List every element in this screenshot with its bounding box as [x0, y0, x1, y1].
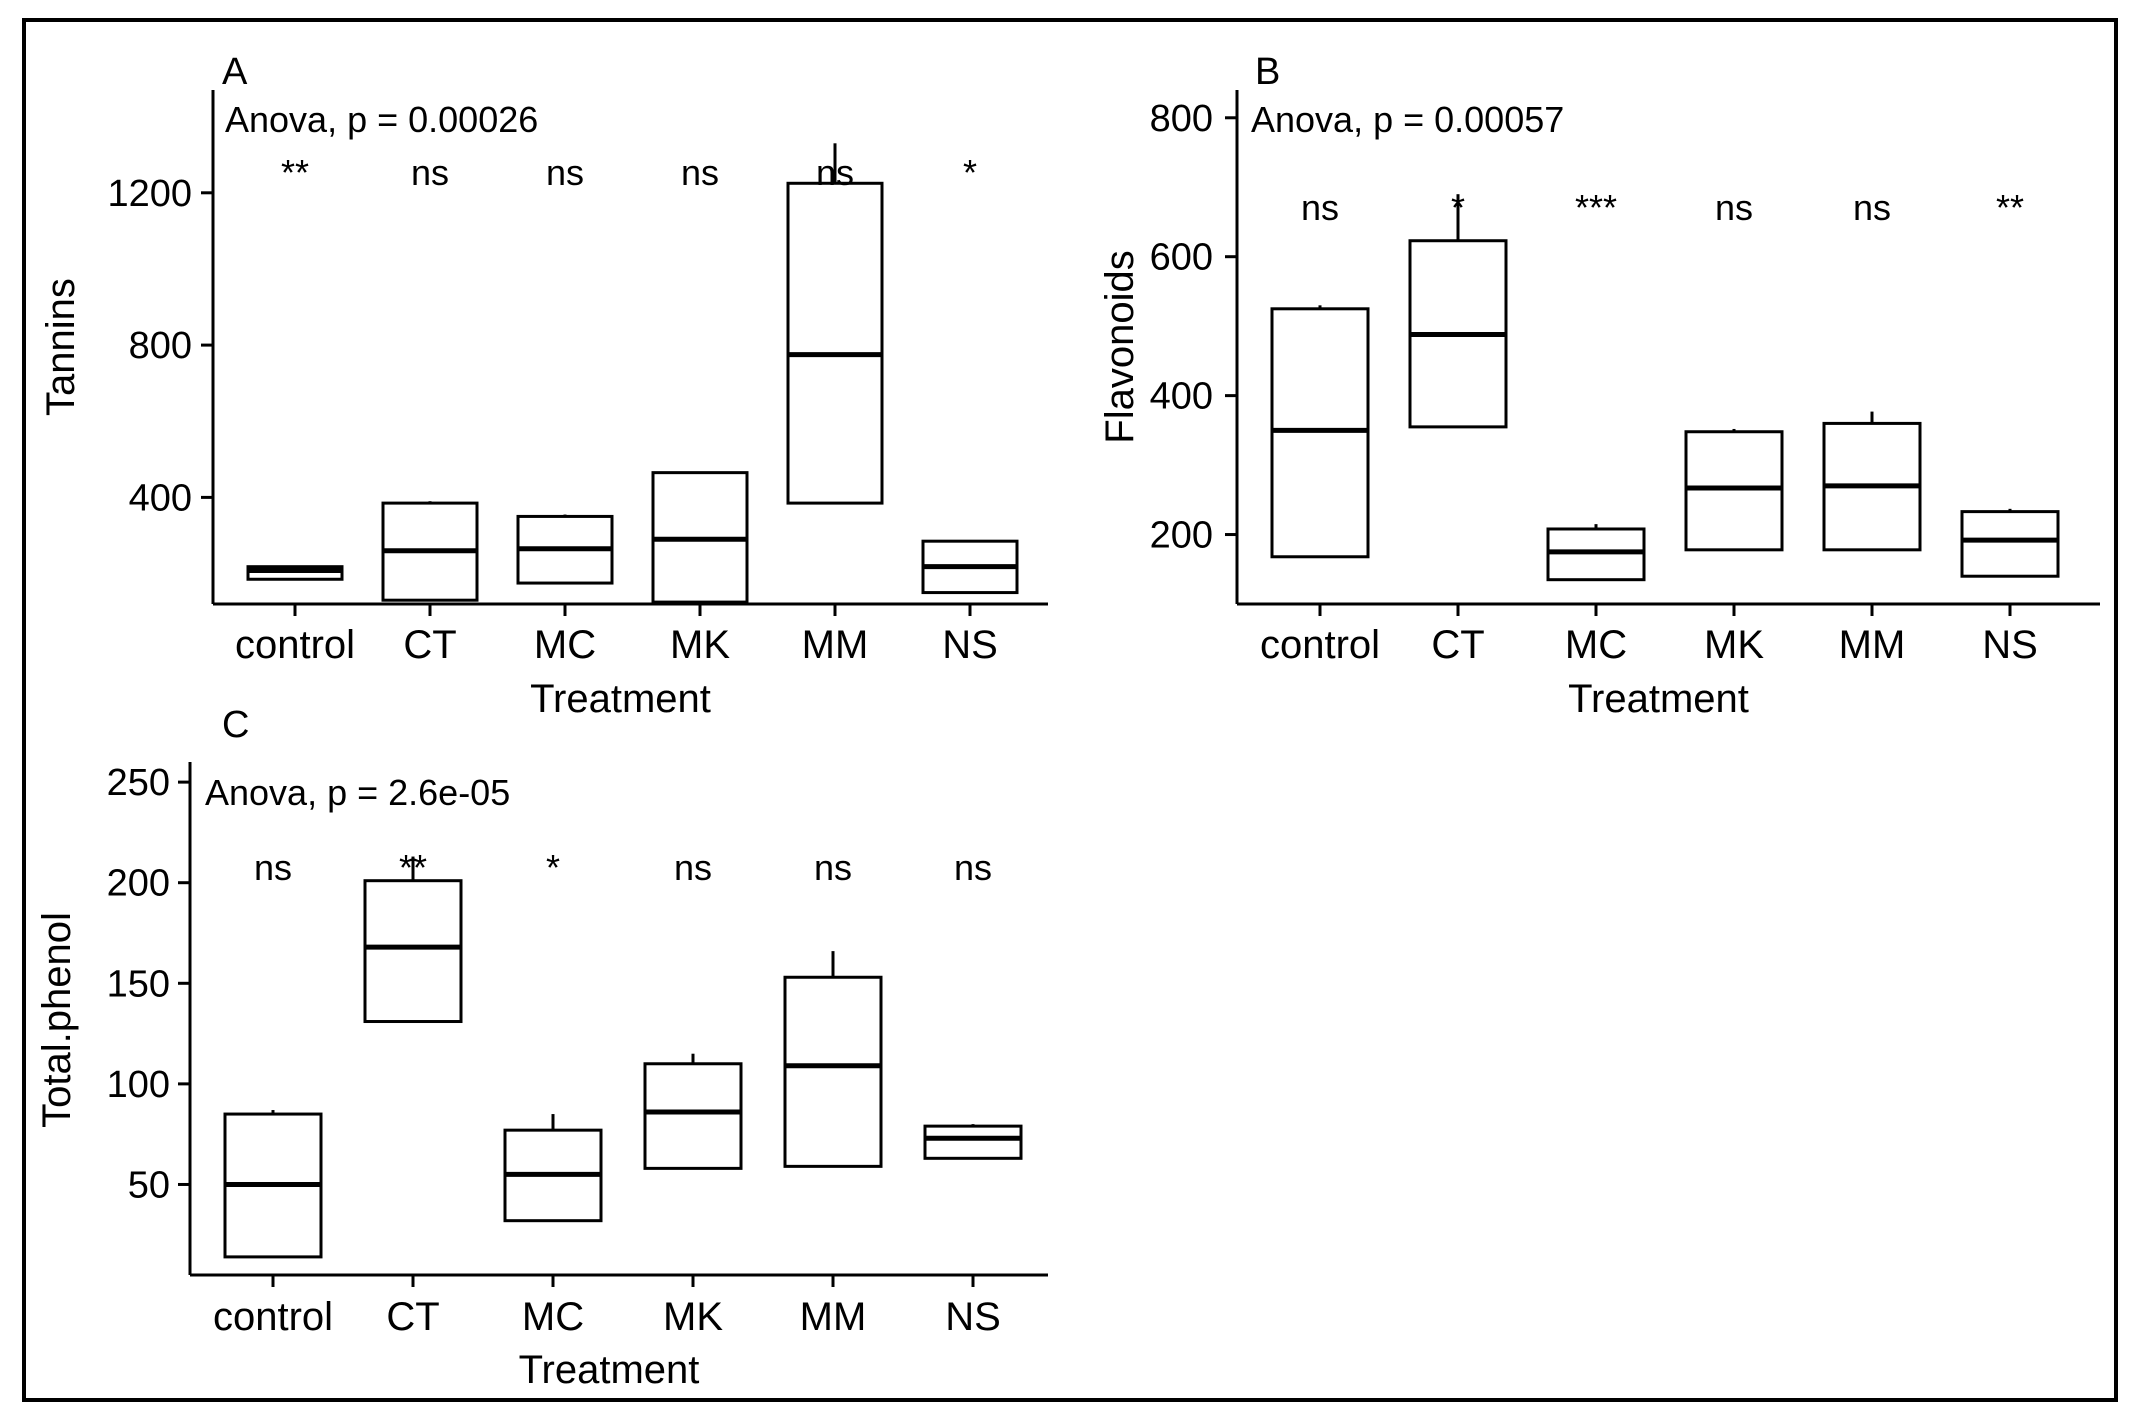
panel-b-significance-label: ** — [1996, 187, 2024, 228]
panel-a-category-label: control — [235, 623, 355, 667]
box-iqr — [923, 1124, 1023, 1160]
panel-b-box-control — [1270, 305, 1370, 559]
panel-a: A 400 800 1200 Anova, p = 0.00026 control ** CT… — [39, 51, 1048, 721]
panel-c-y-tick-label: 150 — [107, 963, 170, 1005]
panel-b-category-label: control — [1260, 623, 1380, 667]
panel-c-box-ns — [923, 1124, 1023, 1160]
panel-c-significance-label: ns — [674, 847, 712, 888]
panel-c-category-label: CT — [386, 1295, 439, 1339]
panel-c-category-label: MK — [663, 1295, 723, 1339]
panel-c-box-mm — [783, 951, 883, 1168]
panel-a-category-label: MC — [534, 623, 596, 667]
panel-a-category-label: MK — [670, 623, 730, 667]
panel-c-significance-label: ns — [814, 847, 852, 888]
panel-a-letter: A — [222, 51, 248, 93]
panel-c-significance-label: ns — [954, 847, 992, 888]
panel-a-box-mc — [516, 514, 614, 585]
panel-a-category-label: NS — [942, 623, 998, 667]
panel-a-x-axis-title: Treatment — [530, 677, 711, 721]
panel-a-box-mm — [786, 143, 884, 505]
panel-a-y-tick-label: 400 — [129, 477, 192, 519]
panel-b-significance-label: ns — [1715, 187, 1753, 228]
box-iqr — [786, 181, 884, 505]
box-iqr — [1960, 510, 2060, 578]
panel-b: B 200 400 600 800 Anova, p = 0.00057 control ns… — [1098, 51, 2100, 721]
panel-c: C 50 100 150 200 250 Anova, p = 2.6e-05 control… — [35, 704, 1048, 1392]
panel-b-box-mm — [1822, 411, 1922, 552]
box-iqr — [1684, 430, 1784, 552]
panel-b-significance-label: *** — [1575, 187, 1617, 228]
panel-b-y-tick-label: 800 — [1150, 98, 1213, 140]
panel-c-x-axis-title: Treatment — [519, 1348, 700, 1392]
box-iqr — [363, 879, 463, 1024]
panel-b-y-axis-title: Flavonoids — [1098, 250, 1142, 443]
panel-b-category-label: MK — [1704, 623, 1764, 667]
panel-b-box-ct — [1408, 194, 1508, 429]
panel-c-category-label: NS — [945, 1295, 1001, 1339]
panel-b-category-label: MC — [1565, 623, 1627, 667]
box-iqr — [783, 975, 883, 1168]
panel-a-category-label: MM — [802, 623, 869, 667]
panel-b-significance-label: ns — [1301, 187, 1339, 228]
panel-c-box-control — [223, 1110, 323, 1259]
panel-b-x-axis-title: Treatment — [1568, 677, 1749, 721]
panel-a-y-axis-title: Tannins — [39, 278, 83, 416]
panel-a-category-label: CT — [403, 623, 456, 667]
panel-c-category-label: MM — [800, 1295, 867, 1339]
panel-b-box-ns — [1960, 508, 2060, 578]
panel-b-category-label: NS — [1982, 623, 2038, 667]
panel-c-category-label: control — [213, 1295, 333, 1339]
panel-a-box-ns — [921, 539, 1019, 595]
panel-c-y-tick-label: 250 — [107, 762, 170, 804]
panel-b-y-tick-label: 400 — [1150, 376, 1213, 418]
box-iqr — [643, 1062, 743, 1170]
panel-c-box-ct — [363, 856, 463, 1024]
panel-b-significance-label: * — [1451, 187, 1465, 228]
panel-b-anova-annotation: Anova, p = 0.00057 — [1251, 99, 1564, 140]
panel-a-anova-annotation: Anova, p = 0.00026 — [225, 99, 538, 140]
panel-b-category-label: CT — [1431, 623, 1484, 667]
panel-a-significance-label: ** — [281, 152, 309, 193]
panel-c-y-tick-label: 50 — [128, 1164, 170, 1206]
panel-a-box-ct — [381, 501, 479, 602]
panel-a-significance-label: ns — [681, 152, 719, 193]
panel-c-box-mc — [503, 1114, 603, 1223]
panel-b-box-mk — [1684, 428, 1784, 552]
panel-b-significance-label: ns — [1853, 187, 1891, 228]
panel-c-category-label: MC — [522, 1295, 584, 1339]
panel-a-y-tick-label: 1200 — [107, 173, 192, 215]
panel-c-y-tick-label: 200 — [107, 863, 170, 905]
panel-a-significance-label: ns — [816, 152, 854, 193]
panel-a-significance-label: * — [963, 152, 977, 193]
panel-a-box-control — [246, 565, 344, 581]
panel-c-anova-annotation: Anova, p = 2.6e-05 — [205, 772, 510, 813]
panel-b-letter: B — [1255, 51, 1280, 93]
panel-c-significance-label: ** — [399, 847, 427, 888]
panel-c-y-axis-title: Total.phenol — [35, 912, 79, 1128]
panel-b-y-tick-label: 600 — [1150, 237, 1213, 279]
panel-a-y-tick-label: 800 — [129, 325, 192, 367]
panel-c-y-tick-label: 100 — [107, 1064, 170, 1106]
figure-border — [22, 18, 2118, 1402]
panel-c-letter: C — [222, 704, 249, 746]
panel-b-category-label: MM — [1839, 623, 1906, 667]
panel-a-significance-label: ns — [546, 152, 584, 193]
panel-b-box-mc — [1546, 524, 1646, 582]
panel-c-significance-label: ns — [254, 847, 292, 888]
panel-b-y-tick-label: 200 — [1150, 515, 1213, 557]
panel-c-significance-label: * — [546, 847, 560, 888]
panel-c-box-mk — [643, 1053, 743, 1170]
panel-a-significance-label: ns — [411, 152, 449, 193]
panel-a-box-mk — [651, 471, 749, 604]
